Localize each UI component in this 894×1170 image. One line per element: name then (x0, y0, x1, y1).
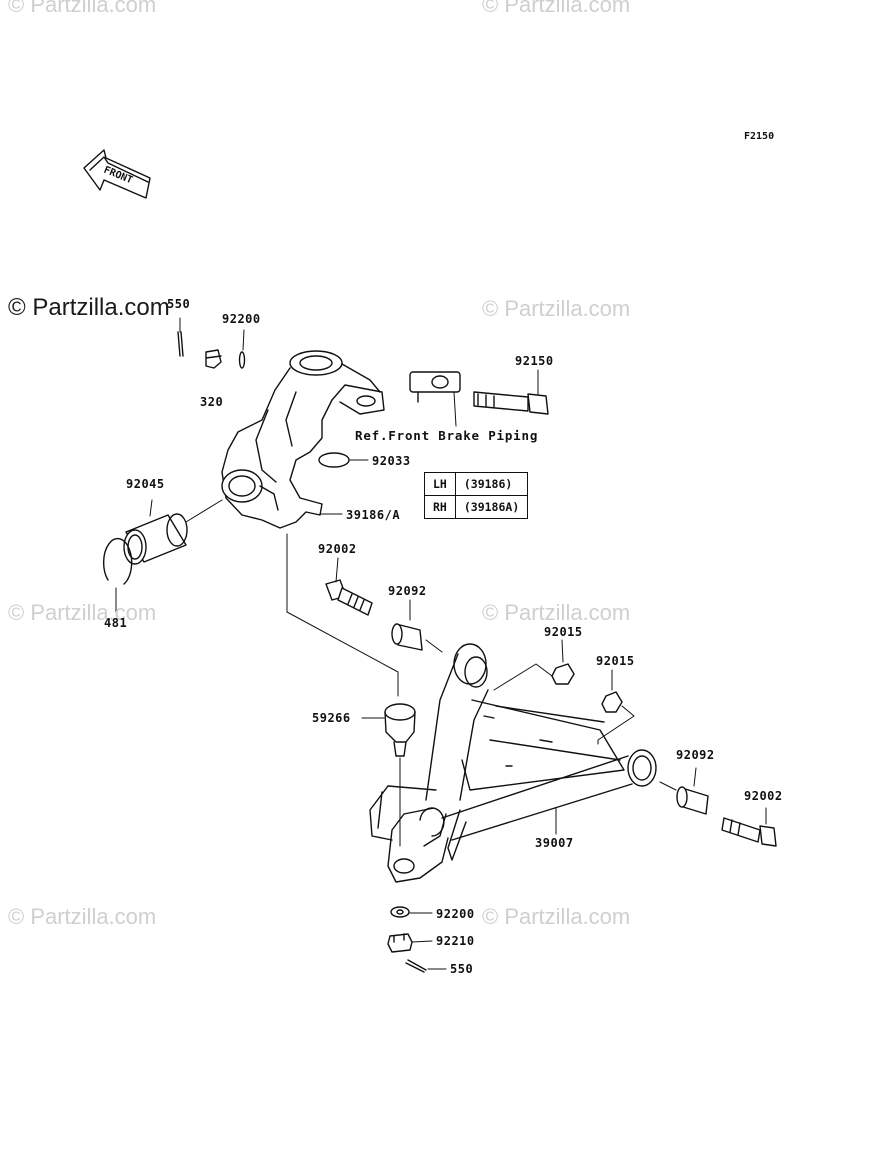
washer-bottom (390, 906, 433, 918)
part-label-92002-left: 92002 (318, 542, 357, 556)
part-label-92210: 92210 (436, 934, 475, 948)
cotter-pin-top (177, 317, 184, 357)
reference-note: Ref.Front Brake Piping (355, 428, 539, 443)
part-label-92200-top: 92200 (222, 312, 261, 326)
part-label-92092-right: 92092 (676, 748, 715, 762)
watermark: © Partzilla.com (8, 904, 157, 929)
bolt-92002-right (721, 807, 777, 847)
part-label-92015-a: 92015 (544, 625, 583, 639)
cotter-pin-bottom (405, 959, 447, 973)
bushing-92092-right (659, 767, 709, 815)
part-label-59266: 59266 (312, 711, 351, 725)
watermark: © Partzilla.com (8, 0, 157, 17)
nut-320 (205, 349, 222, 369)
steering-knuckle (221, 350, 385, 529)
variant-side: RH (424, 495, 456, 519)
variant-table: LH (39186) RH (39186A) (424, 472, 529, 519)
snap-ring-481 (102, 537, 133, 585)
part-label-39186: 39186/A (346, 508, 401, 522)
nut-92015-a (551, 639, 575, 685)
part-label-92200-bottom: 92200 (436, 907, 475, 921)
part-label-550-top: 550 (167, 297, 191, 311)
part-label-550-bottom: 550 (450, 962, 474, 976)
part-label-92015-b: 92015 (596, 654, 635, 668)
castle-nut-92210 (387, 933, 433, 953)
bolt-92002-left (325, 557, 373, 616)
watermark-logo: © Partzilla.com (8, 294, 170, 321)
front-arrow-icon (83, 149, 151, 199)
nut-92015-b (493, 663, 635, 745)
diagram-code: F2150 (744, 131, 775, 142)
part-label-92092-left: 92092 (388, 584, 427, 598)
table-row: LH (39186) (424, 472, 529, 496)
table-row: RH (39186A) (424, 495, 529, 519)
part-label-92045: 92045 (126, 477, 165, 491)
ball-joint-59266 (361, 703, 416, 847)
watermark: © Partzilla.com (482, 600, 631, 625)
bushing-92092-left (391, 599, 443, 653)
variant-side: LH (424, 472, 456, 496)
watermark: © Partzilla.com (8, 600, 157, 625)
part-label-92002-right: 92002 (744, 789, 783, 803)
washer-top (238, 351, 246, 369)
part-label-320: 320 (200, 395, 224, 409)
bearing-92045 (123, 499, 223, 565)
watermark: © Partzilla.com (482, 296, 631, 321)
part-label-39007: 39007 (535, 836, 574, 850)
bolt-92150 (473, 369, 549, 415)
variant-part: (39186A) (454, 495, 529, 519)
variant-part: (39186) (454, 472, 529, 496)
part-label-92150: 92150 (515, 354, 554, 368)
watermark: © Partzilla.com (482, 0, 631, 17)
watermark: © Partzilla.com (482, 904, 631, 929)
brake-clamp (409, 371, 461, 427)
circlip-92033 (318, 452, 350, 468)
part-label-92033: 92033 (372, 454, 411, 468)
part-label-481: 481 (104, 616, 128, 630)
a-arm-39007 (369, 643, 657, 883)
